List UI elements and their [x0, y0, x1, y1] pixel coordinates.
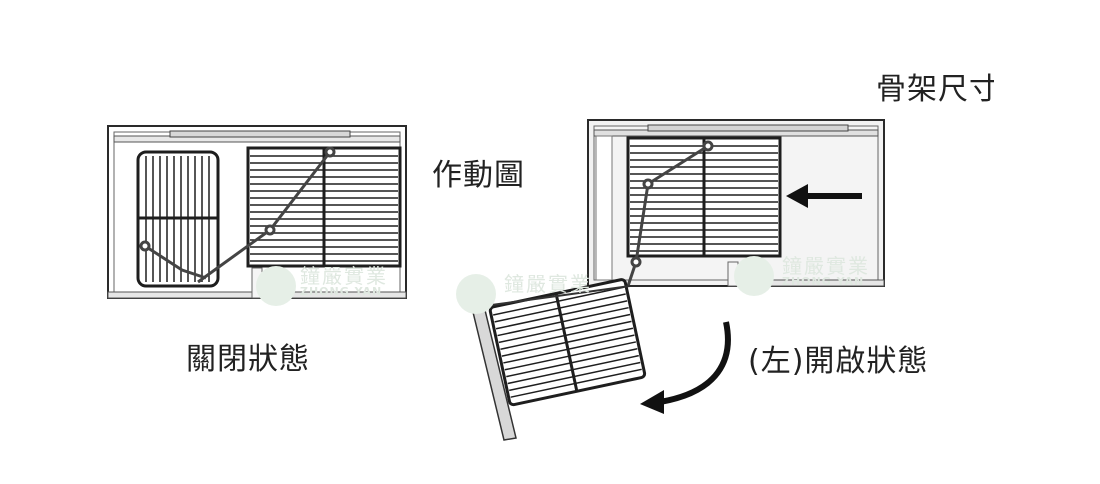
closed-linkage-arm — [139, 146, 336, 284]
open-linkage-arm — [626, 140, 714, 287]
watermark-text: 鐘嚴實業 — [504, 272, 592, 296]
open-state-label: (左)開啟狀態 — [748, 344, 929, 379]
watermark-logo-icon — [456, 274, 496, 314]
slide-in-arrow — [786, 184, 862, 208]
closed-state-label: 關閉狀態 — [186, 342, 310, 377]
swung-out-basket — [488, 278, 647, 407]
skeleton-dimensions-label: 骨架尺寸 — [876, 72, 994, 107]
watermark-text: 鐘嚴實業 ZHONG YAN — [782, 254, 870, 288]
motion-diagram-label: 作動圖 — [432, 158, 525, 193]
watermark-logo-icon — [734, 256, 774, 296]
watermark-logo-icon — [256, 266, 296, 306]
open-inner-basket — [626, 136, 782, 258]
closed-side-basket — [136, 150, 220, 288]
watermark-text: 鐘嚴實業 ZHONG YAN — [300, 264, 388, 298]
closed-front-basket — [246, 146, 402, 268]
swing-out-arrow — [640, 321, 731, 414]
